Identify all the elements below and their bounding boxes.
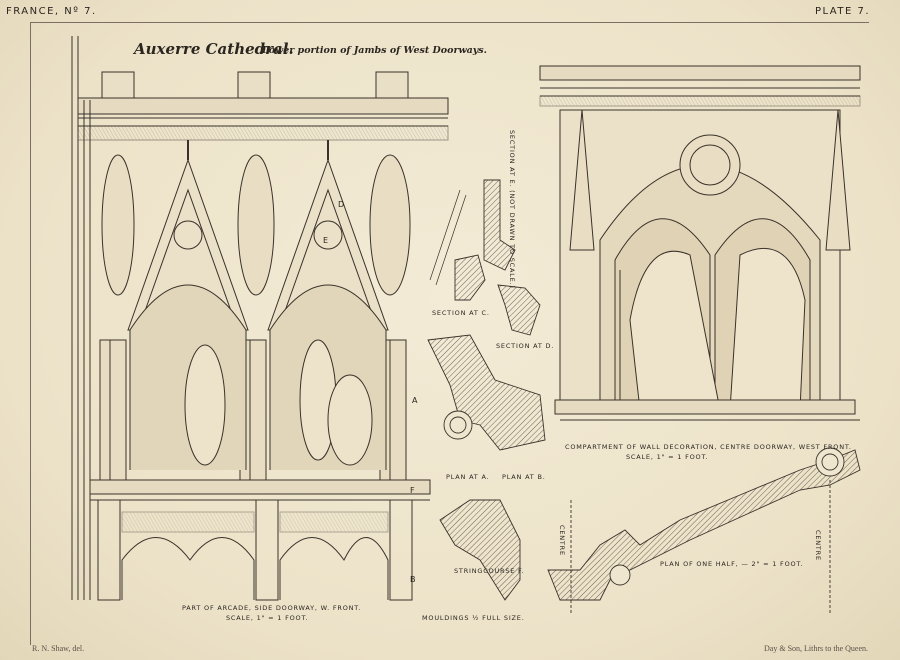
callout-a: A (412, 396, 418, 405)
right-compartment-drawing (539, 65, 861, 421)
draughtsman-credit: R. N. Shaw, del. (32, 644, 85, 653)
section-c-caption: SECTION AT C. (432, 309, 490, 317)
section-e-caption: SECTION AT E. (NOT DRAWN TO SCALE.) (508, 130, 516, 289)
callout-f: F (410, 486, 415, 495)
plate-subtitle: Lower portion of Jambs of West Doorways. (262, 45, 487, 56)
plate-frame (30, 22, 869, 645)
plate-title: Auxerre Cathedral. (134, 40, 294, 58)
plan-drawing (547, 447, 861, 615)
arcade-scale: SCALE, 1" = 1 FOOT. (226, 614, 309, 622)
plan-caption: PLAN OF ONE HALF, — 2" = 1 FOOT. (660, 560, 804, 568)
callout-b: B (410, 575, 416, 584)
series-label: FRANCE, Nº 7. (6, 6, 97, 17)
stringcourse-caption: STRINGCOURSE F. (454, 567, 525, 575)
plate-number: PLATE 7. (814, 6, 870, 17)
moulding-sections (427, 179, 546, 601)
callout-e: E (323, 236, 329, 245)
plan-b-caption: PLAN AT B. (502, 473, 546, 481)
centre-right-label: CENTRE (814, 530, 822, 561)
compartment-caption: COMPARTMENT OF WALL DECORATION, CENTRE D… (565, 443, 852, 451)
compartment-scale: SCALE, 1" = 1 FOOT. (626, 453, 709, 461)
mouldings-caption: MOULDINGS ½ FULL SIZE. (422, 614, 525, 622)
left-arcade-drawing (71, 36, 449, 601)
centre-left-label: CENTRE (558, 525, 566, 556)
plan-a-caption: PLAN AT A. (446, 473, 490, 481)
callout-d: D (338, 200, 345, 209)
arcade-caption: PART OF ARCADE, SIDE DOORWAY, W. FRONT. (182, 604, 362, 612)
lithographer-credit: Day & Son, Lithrs to the Queen. (764, 644, 868, 653)
section-d-caption: SECTION AT D. (496, 342, 555, 350)
